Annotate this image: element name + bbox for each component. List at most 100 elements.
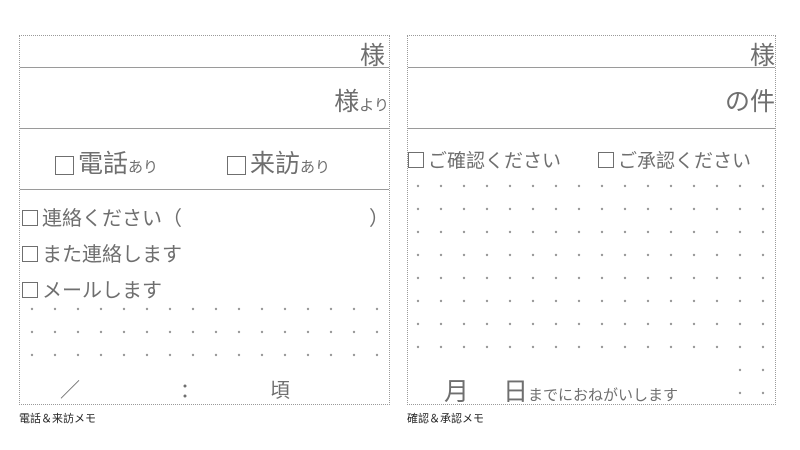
grid-dot [191,307,195,311]
grid-dot [531,253,535,257]
grid-dot [260,330,264,334]
grid-dot [600,322,604,326]
approve-checkbox[interactable] [598,151,614,168]
grid-dot [646,299,650,303]
approve-check-row[interactable]: ご承認ください [598,146,751,173]
grid-dot [669,184,673,188]
confirm-checkbox[interactable] [408,151,424,168]
grid-dot [623,276,627,280]
grid-dot [646,207,650,211]
grid-dot [508,299,512,303]
grid-dot [692,322,696,326]
grid-dot [715,299,719,303]
grid-dot [738,322,742,326]
option-contact-close-paren: ） [369,206,389,230]
grid-dot [329,307,333,311]
grid-dot [692,299,696,303]
grid-dot [485,299,489,303]
grid-dot [531,207,535,211]
sender-from: より [359,96,389,114]
grid-dot [485,230,489,234]
grid-dot [761,184,765,188]
grid-dot [577,299,581,303]
dot-grid [30,307,379,357]
grid-dot [508,322,512,326]
grid-dot [531,345,535,349]
grid-dot [669,345,673,349]
sender-suffix: 様 [334,87,360,116]
month-label: 月 [444,377,470,406]
subject-line [408,128,775,129]
grid-dot [646,322,650,326]
visit-checkbox[interactable] [227,156,246,175]
recipient-line [408,67,775,68]
grid-dot [462,230,466,234]
grid-dot [462,253,466,257]
visit-label: 来訪 [250,149,301,178]
grid-dot [508,253,512,257]
grid-dot [554,299,558,303]
grid-dot [191,353,195,357]
option-contact-checkbox[interactable] [22,209,38,226]
grid-dot [554,207,558,211]
grid-dot [623,345,627,349]
deadline-text: までにおねがいします [528,386,679,404]
grid-dot [669,276,673,280]
option-email-row[interactable]: メールします [22,274,162,303]
grid-dot [485,276,489,280]
grid-dot [30,330,34,334]
option-contact-row[interactable]: 連絡ください（ [22,202,182,231]
grid-dot [352,330,356,334]
grid-dot [715,230,719,234]
grid-dot [531,184,535,188]
option-email-checkbox[interactable] [22,281,38,298]
date-slash: ／ [60,378,80,402]
grid-dot [53,353,57,357]
confirm-label: ご確認ください [428,150,562,172]
visit-check-row[interactable]: 来訪あり [227,144,330,180]
grid-dot [738,230,742,234]
grid-dot [738,276,742,280]
deadline-row: 月日までにおねがいします [444,372,678,408]
grid-dot [623,184,627,188]
grid-dot [577,322,581,326]
recipient-line [20,67,389,68]
confirm-check-row[interactable]: ご確認ください [408,146,561,173]
grid-dot [600,207,604,211]
grid-dot [715,184,719,188]
grid-dot [485,207,489,211]
grid-dot [30,307,34,311]
memo1-caption: 電話＆来訪メモ [19,412,96,425]
grid-dot [577,230,581,234]
grid-dot [145,307,149,311]
grid-dot [600,230,604,234]
option-recontact-row[interactable]: また連絡します [22,238,182,267]
phone-label: 電話 [78,149,129,178]
section-divider [20,189,389,190]
grid-dot [99,353,103,357]
phone-checkbox[interactable] [55,156,74,175]
grid-dot [669,207,673,211]
phone-suffix: あり [128,158,159,176]
phone-check-row[interactable]: 電話あり [55,144,158,180]
grid-dot [145,330,149,334]
grid-dot [352,353,356,357]
grid-dot [76,330,80,334]
grid-dot [485,184,489,188]
grid-dot [485,345,489,349]
grid-dot [692,345,696,349]
option-contact-label: 連絡ください（ [42,206,182,230]
grid-dot [439,276,443,280]
grid-dot [462,345,466,349]
option-recontact-checkbox[interactable] [22,245,38,262]
grid-dot [692,230,696,234]
grid-dot [646,276,650,280]
grid-dot [715,207,719,211]
grid-dot [623,230,627,234]
grid-dot [554,184,558,188]
grid-dot [715,253,719,257]
grid-dot [646,184,650,188]
grid-dot [761,391,765,395]
grid-dot [462,276,466,280]
grid-dot [306,330,310,334]
